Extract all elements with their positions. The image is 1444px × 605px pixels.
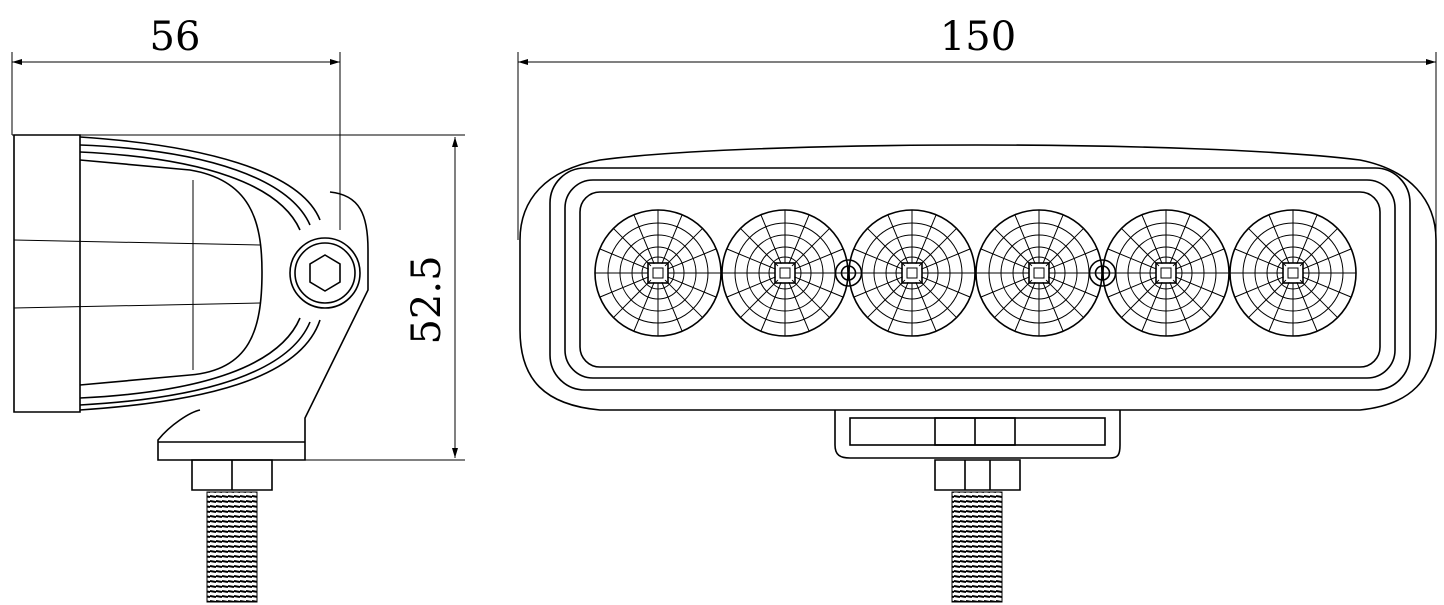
- front-nut: [934, 459, 1021, 491]
- led-chip: [901, 262, 923, 284]
- front-threaded-stud: [951, 491, 1003, 603]
- led-chip: [1028, 262, 1050, 284]
- mount-bracket: [157, 191, 369, 461]
- led-chip: [647, 262, 669, 284]
- indicator-led: [834, 259, 863, 287]
- side-width-label: 56: [150, 14, 201, 60]
- front-view: 150: [517, 14, 1437, 603]
- nut: [191, 459, 273, 491]
- led-chip: [774, 262, 796, 284]
- led-lens-group: [594, 209, 1357, 337]
- housing-back: [13, 134, 81, 413]
- front-width-label: 150: [940, 14, 1016, 60]
- threaded-stud: [206, 491, 258, 603]
- led-chip: [1155, 262, 1177, 284]
- side-view: 56 52.5: [11, 14, 465, 603]
- side-height-label: 52.5: [404, 255, 450, 344]
- pivot-bolt: [289, 237, 361, 309]
- indicator-led: [1088, 259, 1117, 287]
- housing-outline: [519, 144, 1437, 411]
- front-bracket: [834, 410, 1121, 459]
- hex-socket-icon: [309, 254, 341, 292]
- bezel: [549, 167, 1411, 391]
- led-chip: [1282, 262, 1304, 284]
